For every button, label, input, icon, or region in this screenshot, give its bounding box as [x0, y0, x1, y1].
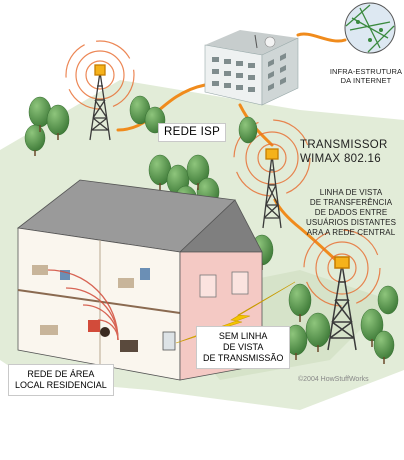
- nlos-label-line: DE VISTA: [223, 342, 264, 352]
- copyright-text: ©2004 HowStuffWorks: [298, 376, 369, 383]
- isp-tower-icon: [89, 64, 111, 141]
- no-line-of-sight-label: SEM LINHA DE VISTA DE TRANSMISSÃO: [196, 326, 291, 369]
- nlos-lightning-icon: [175, 281, 296, 344]
- transmitter-label: TRANSMISSOR WIMAX 802.16: [300, 138, 388, 166]
- home-lan-label: REDE DE ÁREA LOCAL RESIDENCIAL: [8, 364, 114, 396]
- transmitter-label-line: TRANSMISSOR: [300, 139, 388, 151]
- internet-label-line: DA INTERNET: [340, 76, 392, 85]
- copyright-label: ©2004 HowStuffWorks: [298, 376, 369, 383]
- nlos-label-line: SEM LINHA: [218, 331, 268, 341]
- internet-label-line: INFRA-ESTRUTURA: [329, 67, 403, 76]
- home-lan-label-line: REDE DE ÁREA: [27, 369, 95, 379]
- isp-label-text: REDE ISP: [164, 126, 221, 138]
- home-wifi-waves: [47, 269, 119, 341]
- line-of-sight-line: DE DADOS ENTRE: [314, 208, 388, 217]
- home-lan-label-line: LOCAL RESIDENCIAL: [15, 380, 107, 390]
- line-of-sight-line: LINHA DE VISTA: [319, 188, 383, 197]
- line-of-sight-line: ARA A REDE CENTRAL: [306, 228, 396, 237]
- line-of-sight-line: USUÁRIOS DISTANTES: [305, 218, 397, 227]
- internet-globe-icon: [344, 2, 396, 54]
- signal-waves: [65, 40, 381, 307]
- wimax-transmitter-tower-icon: [262, 148, 282, 229]
- nlos-label-line: DE TRANSMISSÃO: [203, 353, 284, 363]
- isp-building: [204, 30, 299, 106]
- line-of-sight-line: DE TRANSFERÊNCIA: [309, 198, 393, 207]
- line-of-sight-label: LINHA DE VISTA DE TRANSFERÊNCIA DE DADOS…: [298, 188, 404, 238]
- transmitter-label-line: WIMAX 802.16: [300, 153, 381, 165]
- central-tower-icon: [327, 256, 357, 351]
- internet-label: INFRA-ESTRUTURA DA INTERNET: [328, 67, 404, 85]
- isp-label: REDE ISP: [158, 123, 227, 142]
